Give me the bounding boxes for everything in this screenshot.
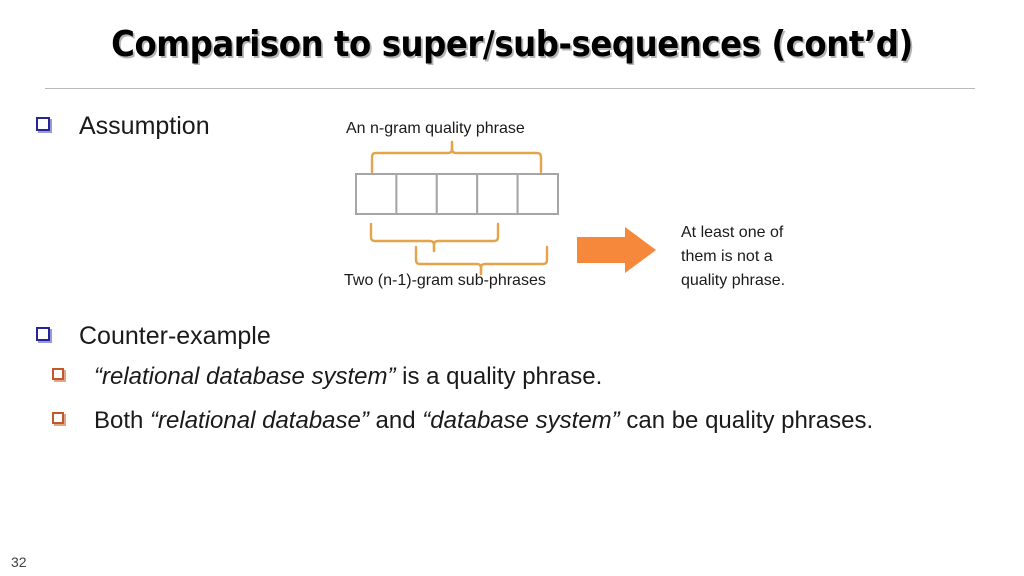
both-conjunction: and [368,407,423,434]
bottom-brace-second-subphrase-icon [414,245,549,276]
orange-right-arrow-icon [577,227,656,273]
bullet-both-subphrases-text: Both “relational database” and “database… [94,405,873,437]
bullet-relational-database-system-text: “relational database system” is a qualit… [94,361,602,393]
phrase-suffix: is a quality phrase. [395,363,603,390]
top-brace-full-ngram-icon [370,140,543,174]
conclusion-line-2: them is not a [681,248,773,265]
bullet-counter-example: Counter-example [36,320,271,354]
navy-square-bullet-icon [36,327,50,341]
rust-square-bullet-icon [52,412,64,424]
phrase-relational-database-system: “relational database system” [94,363,396,390]
rust-square-bullet-icon [52,368,64,380]
conclusion-text: At least one of them is not a quality ph… [681,221,841,293]
page-title: Comparison to super/sub-sequences (cont’… [111,24,913,65]
bullet-assumption-label: Assumption [79,112,210,140]
conclusion-line-1: At least one of [681,224,784,241]
bullet-relational-database-system: “relational database system” is a qualit… [52,361,952,393]
diagram-caption-top: An n-gram quality phrase [346,120,525,137]
conclusion-line-3: quality phrase. [681,272,786,289]
page-number: 32 [11,554,27,570]
both-prefix: Both [94,407,151,434]
phrase-database-system: “database system” [422,407,620,434]
phrase-relational-database: “relational database” [150,407,369,434]
diagram-caption-bottom: Two (n-1)-gram sub-phrases [344,272,546,289]
bottom-brace-first-subphrase-icon [369,222,500,253]
both-suffix: can be quality phrases. [619,407,874,434]
title-divider [45,88,975,89]
ngram-cell-row-icon [355,173,559,215]
bullet-assumption: Assumption [36,110,210,144]
navy-square-bullet-icon [36,117,50,131]
bullet-both-subphrases: Both “relational database” and “database… [52,405,942,437]
bullet-counter-example-label: Counter-example [79,322,271,350]
